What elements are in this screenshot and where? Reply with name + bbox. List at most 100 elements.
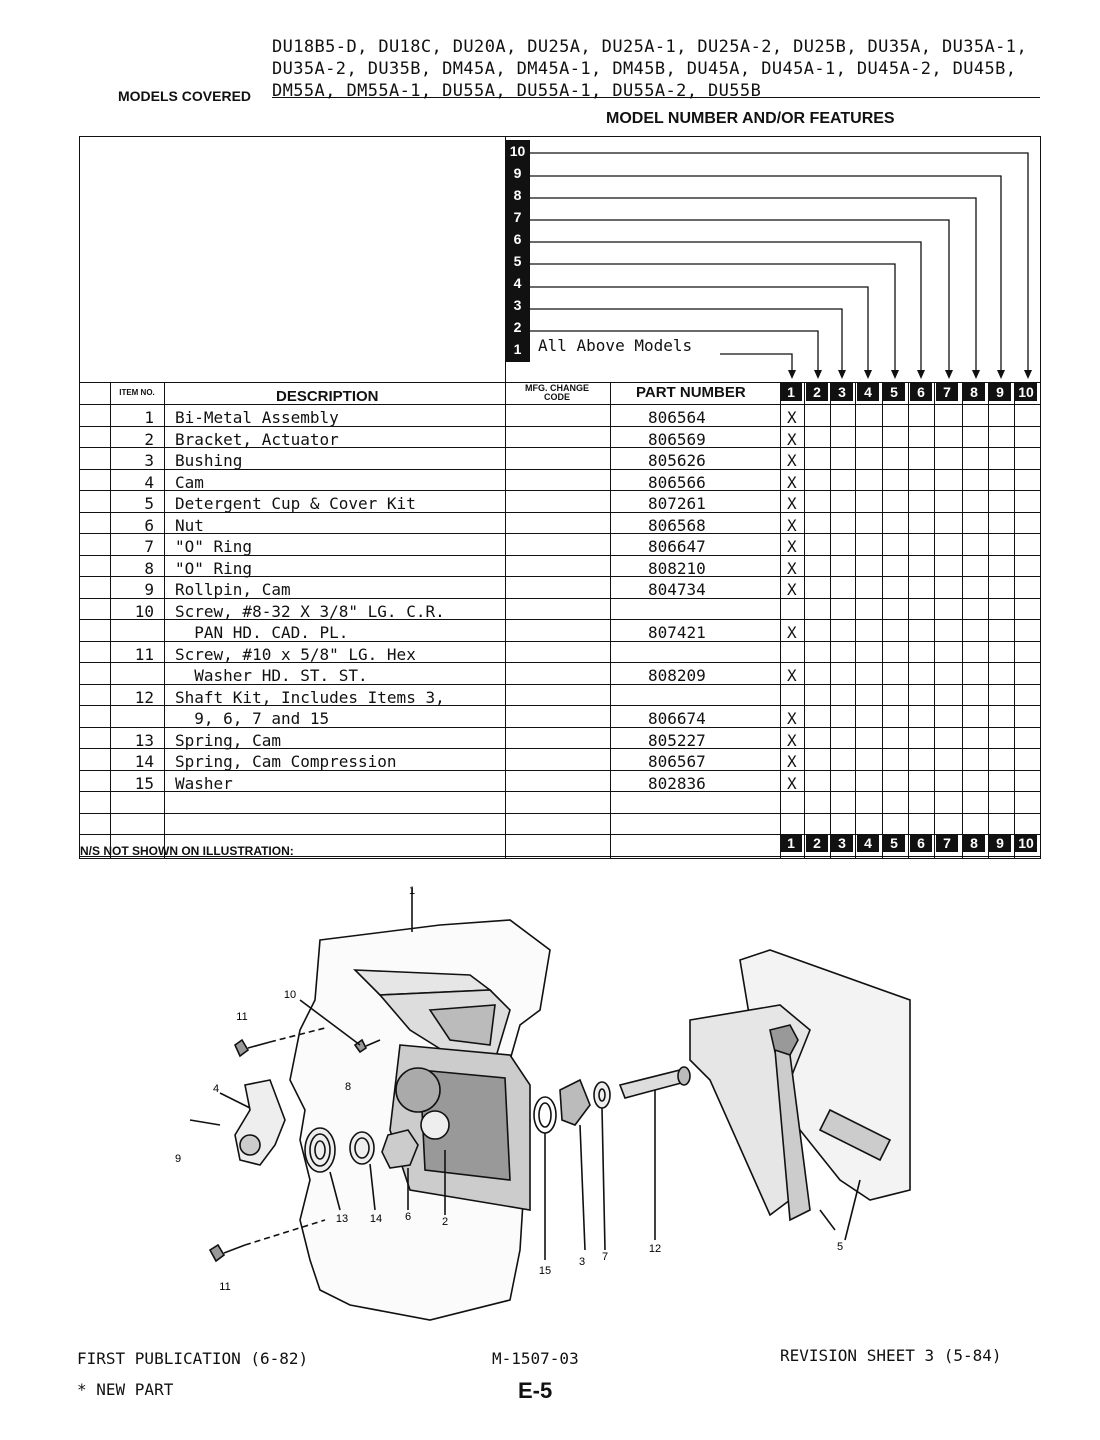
row-part-number: 806647 xyxy=(648,537,706,556)
row-rule xyxy=(79,855,1041,857)
model-col-footer-6: 6 xyxy=(910,834,932,852)
model-col-footer-2: 2 xyxy=(806,834,828,852)
model-col-footer-7: 7 xyxy=(936,834,958,852)
row-description: 9, 6, 7 and 15 xyxy=(175,709,330,728)
row-model-1-mark: X xyxy=(787,580,797,599)
model-index-6: 6 xyxy=(513,231,522,247)
column-divider xyxy=(804,382,805,859)
row-description: "O" Ring xyxy=(175,558,253,578)
model-col-header-1: 1 xyxy=(780,383,802,401)
col-mfg-header: MFG. CHANGE CODE xyxy=(525,383,589,402)
revision-sheet: REVISION SHEET 3 (5-84) xyxy=(780,1346,1002,1365)
model-col-header-9: 9 xyxy=(989,383,1011,401)
row-part-number: 806568 xyxy=(648,515,706,535)
model-index-3: 3 xyxy=(513,297,522,313)
callout-1: 1 xyxy=(409,885,415,897)
row-model-1-mark: X xyxy=(787,494,797,513)
row-rule xyxy=(79,425,1041,427)
column-divider xyxy=(908,382,909,859)
row-rule xyxy=(79,619,1041,620)
callout-12: 12 xyxy=(649,1243,661,1255)
row-item-no: 12 xyxy=(134,687,154,707)
row-model-1-mark: X xyxy=(787,429,797,449)
callout-5: 5 xyxy=(837,1241,843,1253)
col-description-header: DESCRIPTION xyxy=(276,388,379,405)
row-part-number: 802836 xyxy=(648,773,706,793)
row-rule xyxy=(79,726,1041,728)
model-col-header-4: 4 xyxy=(857,383,879,401)
row-part-number: 805626 xyxy=(648,451,706,470)
column-divider xyxy=(830,382,831,859)
model-index-5: 5 xyxy=(513,253,522,269)
row-rule xyxy=(79,791,1041,792)
row-model-1-mark: X xyxy=(787,451,797,470)
row-rule xyxy=(79,597,1041,599)
all-above-models: All Above Models xyxy=(538,336,693,355)
row-model-1-mark: X xyxy=(787,623,797,642)
new-part-note: * NEW PART xyxy=(77,1380,174,1399)
model-index-1: 1 xyxy=(513,341,522,357)
callout-11b: 11 xyxy=(219,1281,230,1293)
column-divider xyxy=(780,382,781,859)
row-item-no: 7 xyxy=(144,537,154,556)
row-description: Nut xyxy=(175,515,204,535)
row-part-number: 805227 xyxy=(648,730,706,750)
row-part-number: 807421 xyxy=(648,623,706,642)
models-line: DU18B5-D, DU18C, DU20A, DU25A, DU25A-1, … xyxy=(272,37,1028,57)
row-rule xyxy=(79,447,1041,448)
row-rule xyxy=(79,554,1041,556)
publication-code: M-1507-03 xyxy=(492,1349,579,1368)
row-model-1-mark: X xyxy=(787,730,797,750)
row-description: PAN HD. CAD. PL. xyxy=(175,623,349,642)
column-divider xyxy=(610,382,611,859)
row-description: "O" Ring xyxy=(175,537,253,556)
model-col-header-8: 8 xyxy=(963,383,985,401)
models-covered-list: DU18B5-D, DU18C, DU20A, DU25A, DU25A-1, … xyxy=(272,36,1027,102)
row-item-no: 8 xyxy=(144,558,154,578)
callout-15: 15 xyxy=(539,1265,551,1277)
model-index-10: 10 xyxy=(509,143,526,159)
model-col-footer-10: 10 xyxy=(1015,834,1037,852)
row-rule xyxy=(79,705,1041,706)
model-col-footer-9: 9 xyxy=(989,834,1011,852)
model-col-header-2: 2 xyxy=(806,383,828,401)
model-col-footer-3: 3 xyxy=(831,834,853,852)
models-line: DM55A, DM55A-1, DU55A, DU55A-1, DU55A-2,… xyxy=(272,81,762,101)
row-description: Screw, #10 x 5/8" LG. Hex xyxy=(175,644,416,664)
callout-2: 2 xyxy=(442,1216,448,1228)
row-part-number: 808209 xyxy=(648,666,706,685)
callout-14: 14 xyxy=(370,1213,382,1225)
row-item-no: 10 xyxy=(134,601,154,621)
models-covered-label: MODELS COVERED xyxy=(118,88,252,104)
column-divider xyxy=(505,382,506,859)
row-model-1-mark: X xyxy=(787,558,797,578)
row-description: Screw, #8-32 X 3/8" LG. C.R. xyxy=(175,601,445,621)
col-part-header: PART NUMBER xyxy=(636,384,746,401)
column-divider xyxy=(1014,382,1015,859)
row-rule xyxy=(79,812,1041,814)
row-description: Spring, Cam xyxy=(175,730,281,750)
features-heading: MODEL NUMBER AND/OR FEATURES xyxy=(606,110,895,127)
row-item-no: 4 xyxy=(144,472,154,492)
row-part-number: 808210 xyxy=(648,558,706,578)
model-col-header-6: 6 xyxy=(910,383,932,401)
row-item-no: 14 xyxy=(134,752,154,771)
model-index-2: 2 xyxy=(513,319,522,335)
column-divider xyxy=(164,382,165,859)
model-col-header-5: 5 xyxy=(883,383,905,401)
row-description: Shaft Kit, Includes Items 3, xyxy=(175,687,445,707)
exploded-view-illustration: 1 2 3 4 5 6 7 8 9 10 11 11 12 13 14 15 xyxy=(175,885,911,1321)
row-item-no: 6 xyxy=(144,515,154,535)
model-connector-lines xyxy=(530,152,1032,379)
row-model-1-mark: X xyxy=(787,408,797,427)
column-divider xyxy=(934,382,935,859)
model-index-column xyxy=(505,140,530,362)
parts-table-frame xyxy=(79,136,1041,859)
row-rule xyxy=(79,662,1041,663)
model-index-7: 7 xyxy=(513,209,522,225)
row-description: Washer xyxy=(175,773,233,793)
row-description: Spring, Cam Compression xyxy=(175,752,397,771)
row-model-1-mark: X xyxy=(787,666,797,685)
row-rule xyxy=(79,468,1041,470)
row-item-no: 1 xyxy=(144,408,154,427)
